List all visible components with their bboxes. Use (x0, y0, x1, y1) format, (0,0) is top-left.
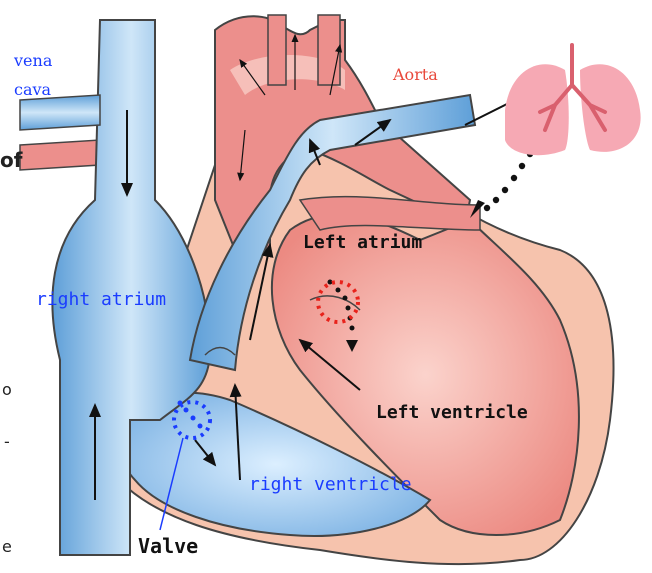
left-ventricle-label: Left ventricle (376, 402, 528, 423)
edge-fragment-of: of (0, 148, 22, 172)
pulmonary-vein (20, 140, 100, 170)
vena-cava-label-2: cava (14, 80, 52, 99)
vena-cava-label-1: vena (13, 51, 53, 70)
right-ventricle-label: right ventricle (249, 474, 412, 495)
edge-fragment-dash: - (4, 432, 10, 451)
aorta-label: Aorta (392, 65, 438, 84)
lung-icon (505, 45, 641, 155)
valve-label: Valve (138, 534, 198, 558)
right-atrium-label: right atrium (36, 289, 166, 310)
edge-fragment-o: o (2, 380, 12, 399)
edge-fragment-e: e (2, 537, 12, 556)
left-atrium-label: Left atrium (303, 232, 422, 253)
